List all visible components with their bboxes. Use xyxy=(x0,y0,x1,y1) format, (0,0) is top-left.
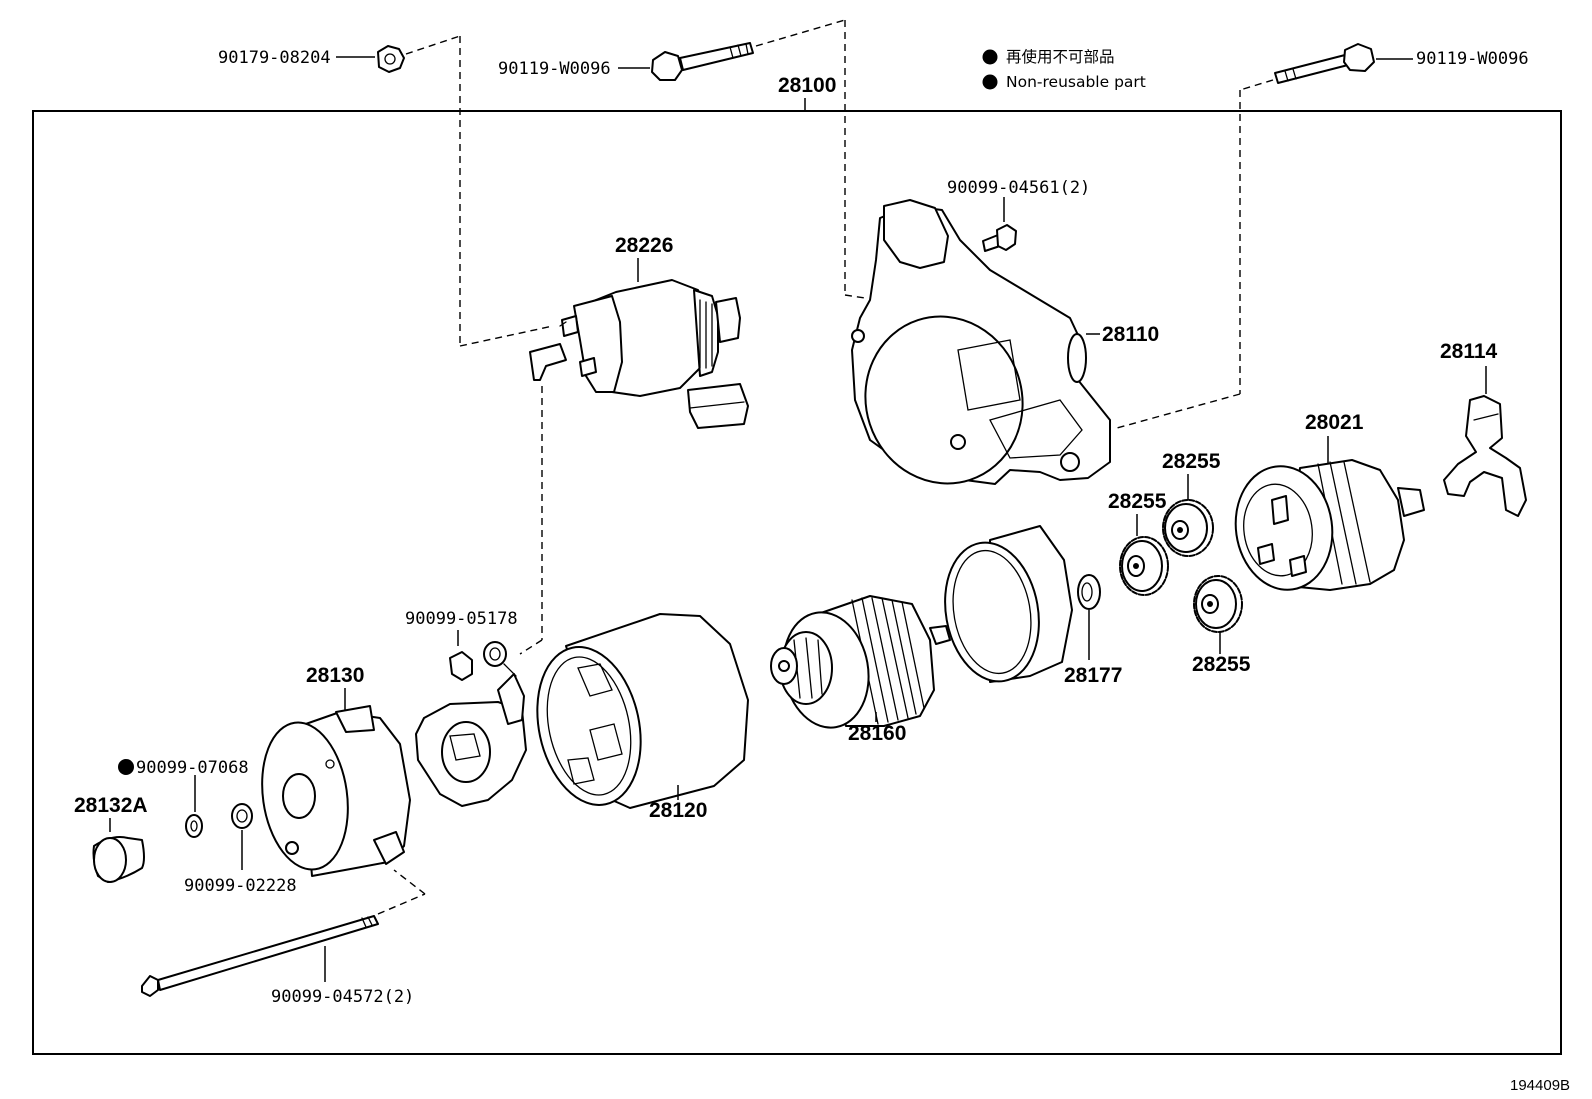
bolt-90119-w0096-left xyxy=(618,19,866,299)
bolt-90099-04561 xyxy=(982,197,1017,252)
legend-en: Non-reusable part xyxy=(1006,73,1146,91)
label-28130: 28130 xyxy=(306,664,364,687)
label-90099-07068: 90099-07068 xyxy=(136,758,249,778)
brush-holder-plate xyxy=(415,663,527,807)
label-28100: 28100 xyxy=(778,74,836,97)
lever-28114 xyxy=(1443,366,1527,517)
end-frame-28130 xyxy=(261,688,411,877)
label-90119-w0096-right: 90119-W0096 xyxy=(1416,49,1529,69)
label-90099-04561: 90099-04561(2) xyxy=(947,178,1090,198)
armature-28160 xyxy=(770,595,951,729)
nut-90099-05178 xyxy=(449,630,507,681)
label-28120: 28120 xyxy=(649,799,707,822)
legend-jp: 再使用不可部品 xyxy=(1006,48,1115,66)
label-28132a: 28132A xyxy=(74,794,148,817)
non-reusable-bullet-icon xyxy=(982,74,998,90)
carrier-28021 xyxy=(1234,436,1425,591)
label-90099-02228: 90099-02228 xyxy=(184,876,297,896)
through-bolt-90099-04572 xyxy=(141,869,426,997)
legend: 再使用不可部品 Non-reusable part xyxy=(982,48,1146,91)
non-reusable-bullet-icon xyxy=(118,759,134,775)
label-28160: 28160 xyxy=(848,722,906,745)
label-28255-a: 28255 xyxy=(1162,450,1221,473)
assembly-frame xyxy=(32,110,1562,1055)
washer-28177 xyxy=(1077,574,1101,660)
housing-28110 xyxy=(851,199,1111,485)
yoke-28120 xyxy=(536,613,749,809)
label-28177: 28177 xyxy=(1064,664,1122,687)
label-90099-04572: 90099-04572(2) xyxy=(271,987,414,1007)
label-28255-b: 28255 xyxy=(1108,490,1167,513)
gear-28255-mid xyxy=(1119,514,1169,596)
solenoid-28226 xyxy=(519,258,749,655)
nut-90179-08204 xyxy=(336,35,554,347)
label-28021: 28021 xyxy=(1305,411,1364,434)
o-ring-90099-07068 xyxy=(118,759,203,838)
cap-28132a xyxy=(92,818,145,883)
label-90119-w0096-left: 90119-W0096 xyxy=(498,59,611,79)
gear-28255-bottom xyxy=(1193,575,1243,654)
label-28110: 28110 xyxy=(1102,323,1159,346)
non-reusable-bullet-icon xyxy=(982,49,998,65)
bolt-90119-w0096-right xyxy=(1116,43,1413,429)
label-28114: 28114 xyxy=(1440,340,1498,363)
label-28255-c: 28255 xyxy=(1192,653,1251,676)
ring-gear xyxy=(944,525,1073,683)
label-28226: 28226 xyxy=(615,234,673,257)
gear-28255-top xyxy=(1162,474,1214,557)
figure-id: 194409B xyxy=(1510,1077,1570,1094)
label-90099-05178: 90099-05178 xyxy=(405,609,518,629)
bushing-90099-02228 xyxy=(231,803,253,870)
label-90179-08204: 90179-08204 xyxy=(218,48,331,68)
